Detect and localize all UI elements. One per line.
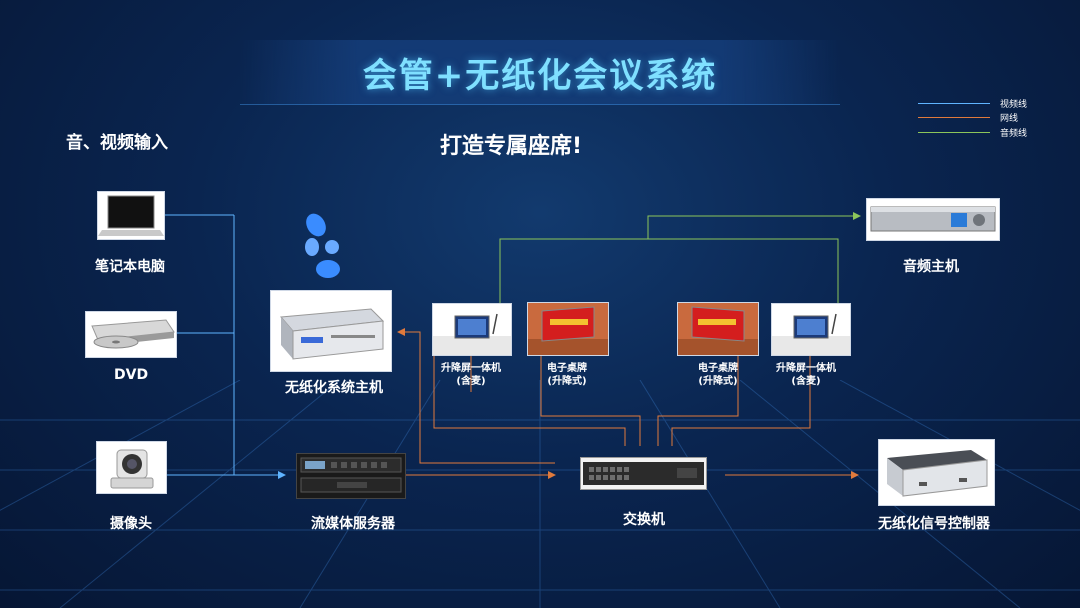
nameplate-left-image [527, 302, 609, 356]
nameplate-right-image [677, 302, 759, 356]
audio-host-image [866, 198, 1000, 241]
streaming-server-label: 流媒体服务器 [311, 516, 395, 532]
laptop-image [97, 191, 165, 240]
nameplate-right-label: 电子桌牌 (升降式) [683, 362, 753, 388]
network-switch-icon [583, 462, 704, 485]
lift-screen-left-label-line2: (含麦) [456, 376, 486, 387]
camera-image [96, 441, 167, 494]
legend-audio-swatch [918, 131, 990, 133]
camera-label: 摄像头 [110, 516, 152, 532]
dvd-label: DVD [114, 367, 149, 383]
legend-audio-label: 音频线 [1000, 128, 1028, 139]
legend-network: 网线 [918, 110, 1018, 124]
streaming-server-image [296, 453, 406, 499]
electronic-nameplate-icon [678, 303, 758, 355]
nameplate-left-label-line2: (升降式) [547, 376, 587, 387]
signal-controller-image [878, 439, 995, 506]
server-host-icon [279, 308, 385, 360]
legend-network-label: 网线 [1000, 113, 1019, 124]
nameplate-left-label-line1: 电子桌牌 [547, 363, 587, 374]
lift-screen-icon [433, 313, 511, 355]
lift-screen-right-label-line2: (含麦) [791, 376, 821, 387]
audio-host-label: 音频主机 [903, 259, 959, 275]
legend-audio: 音频线 [918, 125, 1027, 139]
title-banner [240, 40, 840, 105]
dvd-player-icon [91, 319, 175, 349]
switch-label: 交换机 [623, 512, 665, 528]
nameplate-left-label: 电子桌牌 (升降式) [532, 362, 602, 388]
network-lines [397, 328, 859, 479]
legend-video-label: 视频线 [1000, 99, 1028, 110]
lift-screen-right-label-line1: 升降屏一体机 [776, 363, 836, 374]
legend-network-swatch [918, 116, 990, 118]
nameplate-right-label-line2: (升降式) [698, 376, 738, 387]
audio-host-icon [870, 206, 996, 232]
lift-screen-right-image [771, 303, 851, 356]
lift-screen-left-image [432, 303, 512, 356]
legend-video: 视频线 [918, 96, 1027, 110]
brand-logo-icon [300, 213, 350, 281]
electronic-nameplate-icon [528, 303, 608, 355]
page-title: 会管+无纸化会议系统 [362, 56, 718, 96]
nameplate-right-label-line1: 电子桌牌 [698, 363, 738, 374]
input-section-label: 音、视频输入 [66, 133, 168, 153]
audio-lines [499, 212, 861, 303]
paperless-host-image [270, 290, 392, 372]
video-lines [163, 214, 286, 479]
legend-video-swatch [918, 102, 990, 104]
dvd-image [85, 311, 177, 358]
laptop-icon [98, 195, 164, 236]
rack-server-icon [300, 457, 402, 493]
lift-screen-icon [772, 313, 850, 355]
laptop-label: 笔记本电脑 [95, 259, 165, 275]
lift-screen-right-label: 升降屏一体机 (含麦) [771, 362, 841, 388]
lift-screen-left-label-line1: 升降屏一体机 [441, 363, 501, 374]
lift-screen-left-label: 升降屏一体机 (含麦) [436, 362, 506, 388]
switch-image [580, 457, 707, 490]
page-subtitle: 打造专属座席! [440, 134, 583, 159]
paperless-host-label: 无纸化系统主机 [285, 380, 383, 396]
camera-icon [110, 449, 154, 489]
signal-controller-icon [887, 450, 988, 497]
signal-controller-label: 无纸化信号控制器 [878, 516, 990, 532]
